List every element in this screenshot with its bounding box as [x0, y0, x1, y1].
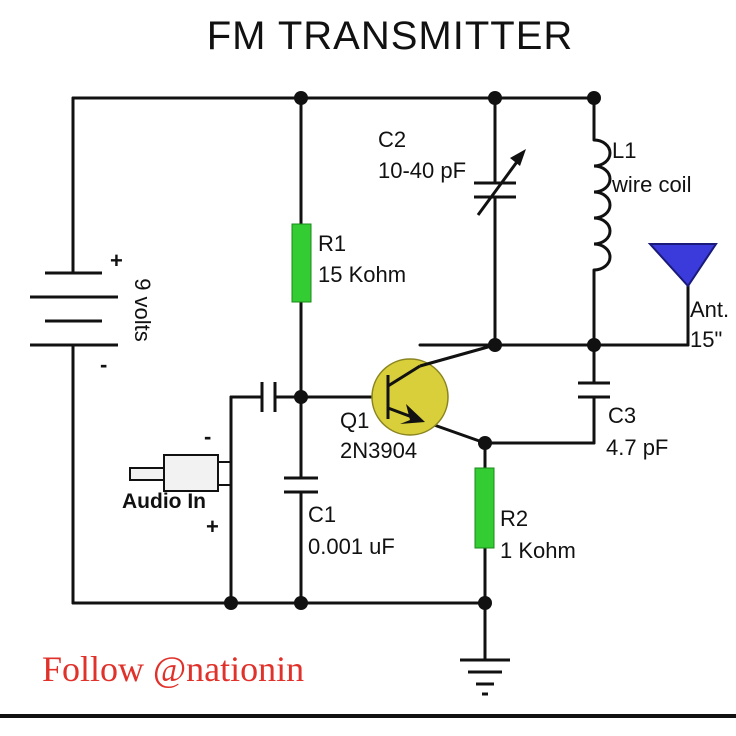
c1-name: C1 [308, 502, 337, 527]
c1-value: 0.001 uF [308, 534, 395, 559]
bottom-border [0, 714, 736, 718]
follow-credit: Follow @nationin [42, 649, 305, 689]
audio-plus-sign: + [206, 514, 219, 539]
q1-value: 2N3904 [340, 438, 418, 463]
l1-value: wire coil [612, 172, 692, 197]
c2-variable-capacitor [474, 149, 526, 216]
battery-label: 9 volts [130, 278, 155, 342]
r2-resistor [474, 467, 495, 549]
battery-plus-sign: + [110, 248, 123, 273]
coupling-capacitor [260, 382, 284, 412]
audio-minus-sign: - [204, 424, 212, 449]
audio-in-label: Audio In [122, 490, 206, 513]
audio-jack-icon [129, 454, 231, 492]
ground-symbol [460, 658, 510, 696]
r1-name: R1 [318, 231, 347, 256]
r2-name: R2 [500, 506, 529, 531]
l1-name: L1 [612, 138, 637, 163]
junction-dots [224, 91, 601, 610]
q1-transistor [371, 343, 496, 436]
c3-capacitor [578, 381, 610, 399]
r1-value: 15 Kohm [318, 262, 407, 287]
antenna-symbol [647, 243, 718, 288]
c3-value: 4.7 pF [606, 435, 669, 460]
antenna-name: Ant. [690, 297, 730, 322]
battery-minus-sign: - [100, 352, 108, 377]
c3-name: C3 [608, 403, 637, 428]
c2-value: 10-40 pF [378, 158, 467, 183]
l1-coil [593, 138, 612, 272]
page-title: FM TRANSMITTER [206, 14, 574, 58]
c2-name: C2 [378, 127, 407, 152]
r2-value: 1 Kohm [500, 538, 576, 563]
antenna-length: 15" [690, 327, 723, 352]
q1-name: Q1 [340, 408, 370, 433]
battery-symbol [30, 271, 118, 347]
c1-capacitor [284, 476, 318, 494]
r1-resistor [291, 223, 312, 303]
